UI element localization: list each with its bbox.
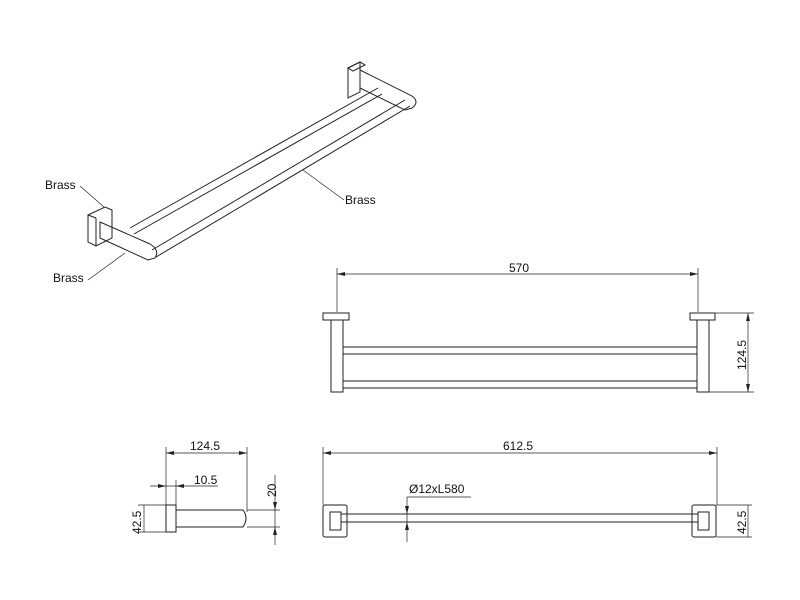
- dim-arm-height: 20: [265, 483, 279, 497]
- dim-overall: 612.5: [503, 439, 533, 453]
- callout-flange: Brass: [45, 178, 76, 192]
- front-upper-bar: [342, 346, 698, 355]
- left-flange: [87, 206, 113, 247]
- side-view: 124.5 10.5 20 42.5: [130, 439, 280, 545]
- dim-width: 570: [509, 261, 529, 275]
- lower-bar: [151, 99, 406, 251]
- dim-plate-height-top: 42.5: [735, 510, 749, 534]
- top-view: 612.5 Ø12xL580 42.5: [322, 439, 752, 542]
- left-arm: [99, 221, 158, 261]
- upper-bar: [129, 87, 379, 229]
- callout-arm: Brass: [53, 271, 84, 285]
- isometric-view: Brass Brass Brass: [45, 61, 417, 285]
- callout-bar: Brass: [345, 193, 376, 207]
- front-view: 570 124.5: [322, 261, 754, 393]
- dim-plate-height-side: 42.5: [130, 510, 144, 534]
- right-arm: [359, 69, 417, 111]
- dim-height: 124.5: [735, 340, 749, 370]
- dim-depth: 124.5: [190, 439, 220, 453]
- top-bar: [340, 513, 699, 523]
- front-lower-bar: [342, 380, 698, 389]
- dim-plate: 10.5: [194, 473, 218, 487]
- dim-tube: Ø12xL580: [409, 482, 465, 496]
